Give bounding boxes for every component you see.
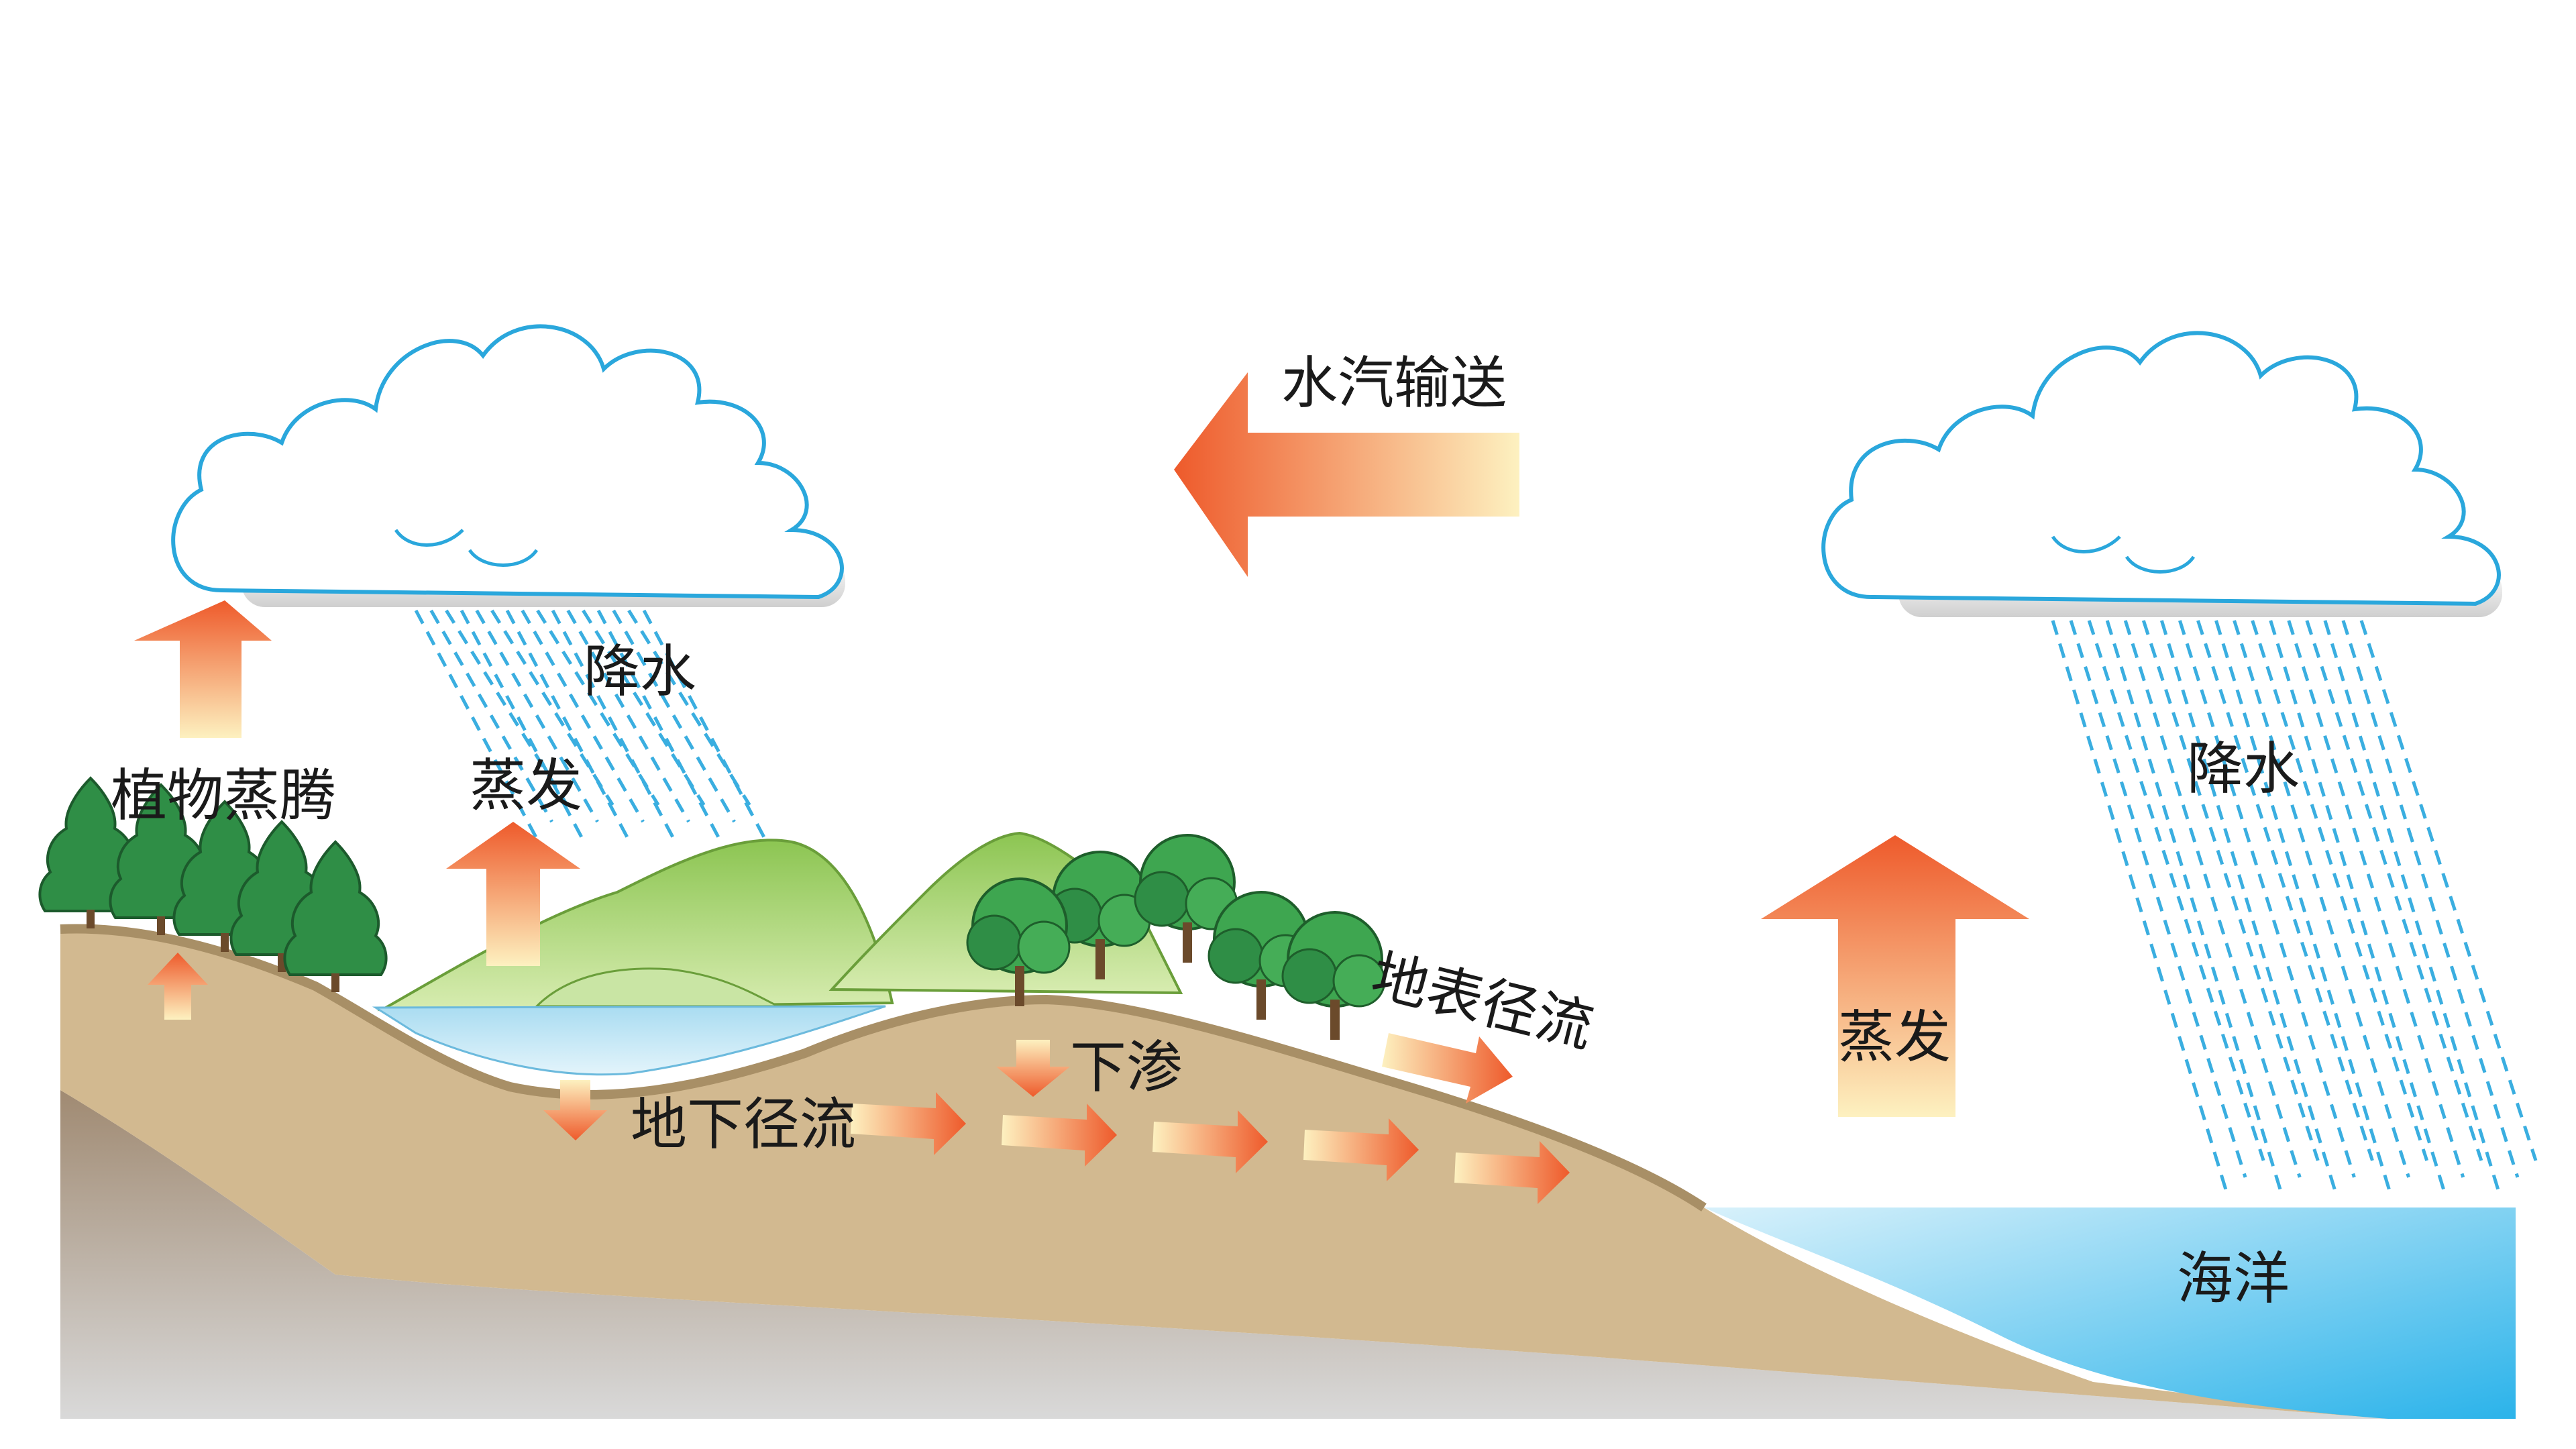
right-arrow-icon	[1303, 1118, 1419, 1181]
up-arrow-icon	[134, 600, 272, 738]
label-vapor-transport: 水汽输送	[1281, 350, 1507, 416]
rain-streak	[2233, 620, 2410, 1178]
label-precipitation-land: 降水	[584, 639, 696, 704]
rain-streak	[445, 609, 569, 806]
label-evaporation-sea: 蒸发	[1838, 1004, 1951, 1070]
label-evaporation-lake: 蒸发	[470, 753, 582, 818]
right-arrow-icon	[1454, 1141, 1570, 1204]
up-arrow-icon	[148, 953, 208, 1020]
rain-streak	[414, 609, 539, 840]
cloud-icon	[1821, 331, 2501, 606]
rain-right	[2051, 620, 2538, 1195]
rain-streak	[2069, 620, 2247, 1178]
soil-edge	[60, 924, 1707, 1212]
rain-streak	[2159, 620, 2338, 1195]
label-infiltration: 下渗	[1070, 1034, 1183, 1100]
rain-streak	[2287, 620, 2465, 1178]
rain-streak	[2051, 620, 2229, 1195]
right-arrow-icon	[1002, 1104, 1117, 1167]
cloud-right	[1821, 331, 2502, 617]
evap-sea-arrow	[1761, 835, 2029, 1117]
rain-streak	[521, 609, 645, 823]
vapor-transport-arrow	[1174, 372, 1519, 577]
right-arrow-icon	[851, 1092, 966, 1155]
rain-streak	[2359, 620, 2538, 1161]
rain-streak	[551, 609, 676, 840]
groundwater-arrows	[851, 1092, 1570, 1204]
rain-streak	[2323, 620, 2502, 1195]
ocean	[1704, 1208, 2516, 1419]
ground	[60, 831, 2516, 1419]
hill-front	[534, 967, 779, 1008]
rain-streak	[429, 609, 553, 823]
rain-streak	[2214, 620, 2392, 1195]
rain-streak	[627, 609, 751, 806]
rain-streak	[2251, 620, 2429, 1161]
down-arrow-icon	[543, 1080, 607, 1140]
rain-streak	[2178, 620, 2356, 1178]
rain-streak	[582, 609, 706, 806]
rain-streak	[642, 609, 767, 840]
label-precipitation-sea: 降水	[2187, 736, 2300, 802]
label-ocean: 海洋	[2177, 1246, 2290, 1311]
right-arrow-icon	[1152, 1110, 1268, 1173]
rain-streak	[490, 609, 614, 806]
rain-streak	[536, 609, 660, 806]
rain-streak	[566, 609, 690, 823]
evap-lake-arrow	[446, 822, 580, 966]
surface-runoff-arrow	[1382, 1033, 1513, 1104]
rain-streak	[2123, 620, 2302, 1178]
rain-streak	[475, 609, 599, 823]
infiltration-arrow	[996, 1040, 1070, 1097]
tree-icon	[1281, 911, 1386, 1041]
label-groundwater-runoff: 地下径流	[631, 1091, 856, 1157]
soil-layer	[60, 928, 2388, 1419]
rain-streak	[2141, 620, 2320, 1161]
bedrock-layer	[60, 1090, 2388, 1419]
rain-left	[414, 609, 767, 840]
cloud-left	[171, 324, 845, 607]
rain-streak	[2087, 620, 2265, 1161]
rain-streak	[2341, 620, 2520, 1178]
rain-streak	[2196, 620, 2374, 1161]
rain-streak	[460, 609, 584, 840]
rain-streak	[2269, 620, 2447, 1195]
rain-streak	[2305, 620, 2483, 1161]
rain-streak	[2105, 620, 2284, 1195]
lake	[372, 1005, 886, 1076]
label-transpiration: 植物蒸腾	[111, 763, 336, 828]
rain-streak	[612, 609, 736, 823]
rain-streak	[596, 609, 721, 840]
cloud-icon	[171, 324, 844, 600]
rain-streak	[505, 609, 630, 840]
